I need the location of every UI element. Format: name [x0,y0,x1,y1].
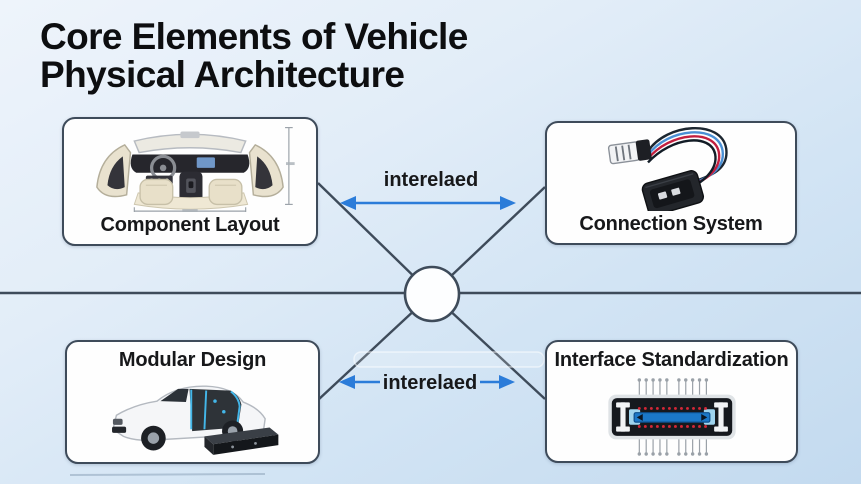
card-label-connection-system: Connection System [579,213,763,235]
relation-label-top: interelaed [383,169,479,191]
height-dimension-line [285,126,293,205]
faint-highlight-band [353,351,545,368]
hub-circle [403,265,461,323]
card-label-component-layout: Component Layout [100,214,280,236]
large-connector [641,170,705,211]
card-modular-design: Modular Design [65,340,320,464]
battery-module [203,427,278,455]
car-interior-icon [64,119,316,212]
card-interface-standardization: Interface Standardization [545,340,798,463]
left-bracket [615,401,630,432]
card-label-interface-standardization: Interface Standardization [554,349,789,371]
title-line-1: Core Elements of Vehicle [40,16,468,57]
top-double-arrow [340,196,516,210]
right-bracket [713,401,728,432]
card-label-modular-design: Modular Design [118,349,267,371]
title-line-2: Physical Architecture [40,54,405,95]
modular-car-icon [67,372,318,462]
faint-watermark-line [69,473,266,476]
page-title: Core Elements of Vehicle Physical Archit… [40,18,468,94]
card-connection-system: Connection System [545,121,797,245]
bottom-double-arrow [339,375,515,389]
standard-connector-icon [547,372,796,461]
wire-harness-icon [547,123,795,211]
relation-label-bottom: interelaed [382,372,478,394]
card-component-layout: Component Layout [62,117,318,246]
small-connector [607,139,652,165]
